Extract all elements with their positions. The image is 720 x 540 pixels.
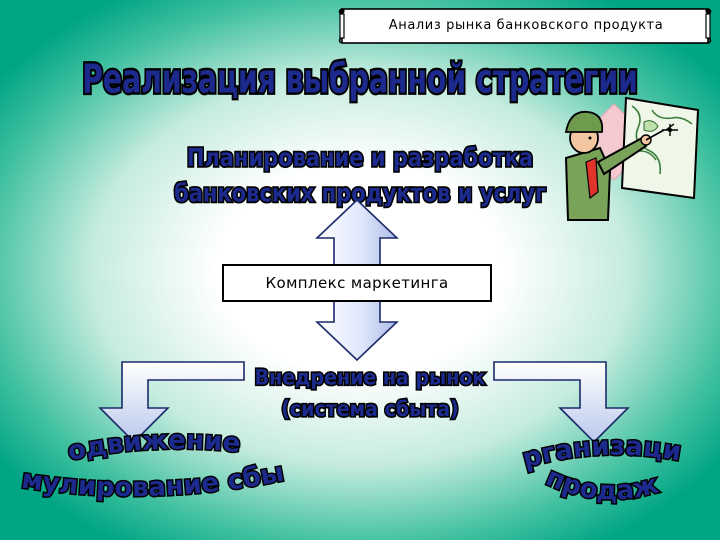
planning-heading: Планирование и разработка банковских про… (150, 140, 570, 211)
branch-right-line-2: продаж (541, 462, 661, 506)
soldier-with-map-clipart-icon (564, 96, 700, 221)
right-bent-arrow-icon (493, 361, 630, 444)
implementation-heading: Внедрение на рынок (система сбыта) (230, 362, 510, 425)
branch-left-line-1: продвижение и (0, 0, 242, 467)
implementation-line-2: (система сбыта) (280, 395, 461, 423)
left-bent-arrow-icon (98, 361, 245, 444)
slide-title: Реализация выбранной стратегии (81, 54, 640, 106)
header-topic: Анализ рынка банковского продукта (388, 18, 664, 33)
marketing-mix-box: Комплекс маркетинга (222, 264, 492, 302)
scroll-icon (338, 8, 712, 44)
implementation-line-1: Внедрение на рынок (253, 364, 487, 392)
planning-line-1: Планирование и разработка (185, 142, 534, 174)
header-scroll-banner: Анализ рынка банковского продукта (336, 6, 714, 46)
